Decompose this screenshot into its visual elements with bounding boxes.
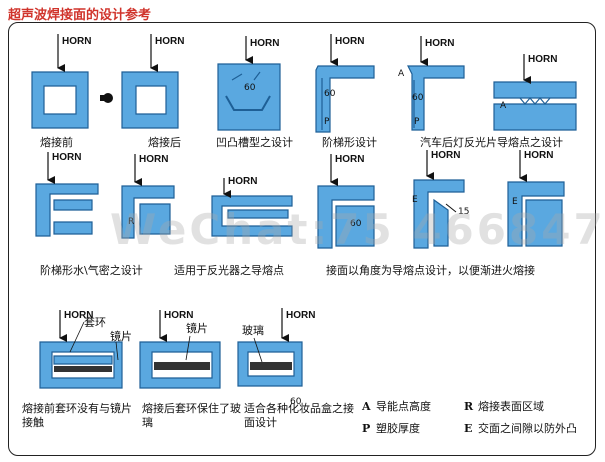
callouts: 套环 镜片 镜片 玻璃	[84, 316, 264, 343]
part-ring-after	[139, 341, 221, 389]
label-before: 熔接前	[40, 136, 73, 149]
horn-labels: HORN HORN HORN HORN HORN HORN HORN HORN …	[52, 36, 557, 321]
legend-item: R 熔接表面区域	[464, 398, 544, 414]
part-lamp-guide	[493, 81, 577, 131]
dim-60: 60	[350, 219, 362, 229]
legend-key: E	[464, 422, 473, 435]
callout-lens-1: 镜片	[110, 329, 132, 343]
part-after	[100, 71, 179, 129]
part-angle-3	[507, 181, 565, 247]
horn-label: HORN	[155, 36, 184, 47]
horn-label: HORN	[524, 150, 553, 161]
legend-key: A	[362, 400, 371, 413]
horn-label: HORN	[139, 154, 168, 165]
legend-item: E 交面之间隙以防外凸	[464, 420, 577, 436]
dim-60: 60	[244, 83, 256, 93]
label-lamp: 汽车后灯反光片导熔点之设计	[420, 136, 563, 149]
callout-glass: 玻璃	[242, 323, 264, 337]
horn-arrows	[47, 34, 531, 342]
horn-label: HORN	[528, 54, 557, 65]
legend-text: 交面之间隙以防外凸	[478, 422, 577, 435]
horn-label: HORN	[164, 310, 193, 321]
label-step: 阶梯形设计	[322, 136, 377, 149]
horn-label: HORN	[425, 38, 454, 49]
part-cosmetic	[237, 341, 303, 387]
watermark: WeChat:75 466847	[110, 205, 605, 254]
horn-label: HORN	[335, 154, 364, 165]
dim-15: 15	[458, 207, 469, 217]
part-lamp	[407, 65, 465, 131]
part-angle-2	[413, 179, 465, 249]
label-steptight: 阶梯形水\气密之设计	[40, 264, 143, 277]
part-steptight	[35, 183, 99, 237]
dimension-labels: 60 60 60 60 60 15 A A P P R E E	[128, 69, 518, 407]
label-ring-after: 熔接后套环保住了玻璃	[142, 402, 241, 429]
label-after: 熔接后	[148, 136, 181, 149]
dim-60: 60	[290, 397, 302, 407]
legend-key: P	[362, 422, 371, 435]
dim-A: A	[398, 69, 405, 79]
dim-P: P	[324, 117, 330, 127]
legend-key: R	[464, 400, 474, 413]
label-reflector: 适用于反光器之导熔点	[174, 264, 284, 277]
legend-text: 导能点高度	[376, 400, 431, 413]
horn-label: HORN	[335, 36, 364, 47]
dim-R: R	[128, 217, 134, 227]
callout-ring: 套环	[84, 316, 106, 329]
legend-item: P 塑胶厚度	[362, 420, 420, 436]
part-steptight-2	[121, 185, 175, 239]
legend-text: 塑胶厚度	[376, 422, 420, 435]
part-step	[315, 65, 375, 133]
dim-P: P	[414, 117, 420, 127]
label-groove: 凹凸槽型之设计	[216, 136, 293, 149]
horn-label: HORN	[228, 176, 257, 187]
callout-lens-2: 镜片	[186, 321, 208, 335]
dim-E: E	[512, 197, 518, 207]
part-groove	[217, 63, 281, 131]
horn-label: HORN	[431, 150, 460, 161]
part-ring-before	[39, 341, 123, 389]
diagram-frame	[8, 22, 596, 456]
page-title: 超声波焊接面的设计参考	[8, 8, 152, 23]
horn-label: HORN	[250, 38, 279, 49]
dim-A: A	[500, 101, 507, 111]
legend-item: A 导能点高度	[362, 398, 431, 414]
part-angle-1	[317, 185, 375, 249]
horn-label: HORN	[286, 310, 315, 321]
horn-label: HORN	[62, 36, 91, 47]
horn-label: HORN	[64, 310, 93, 321]
dim-60: 60	[412, 93, 424, 103]
dim-E: E	[412, 195, 418, 205]
label-angle: 接面以角度为导熔点设计，以便渐进火熔接	[326, 264, 535, 277]
part-reflector	[211, 195, 293, 237]
legend-text: 熔接表面区域	[478, 400, 544, 413]
horn-label: HORN	[52, 152, 81, 163]
label-ring-before: 熔接前套环没有与镜片接触	[22, 402, 132, 429]
part-before	[31, 71, 89, 129]
dim-60: 60	[324, 89, 336, 99]
label-cosmetic: 适合各种化妆品盒之接面设计	[244, 402, 354, 429]
